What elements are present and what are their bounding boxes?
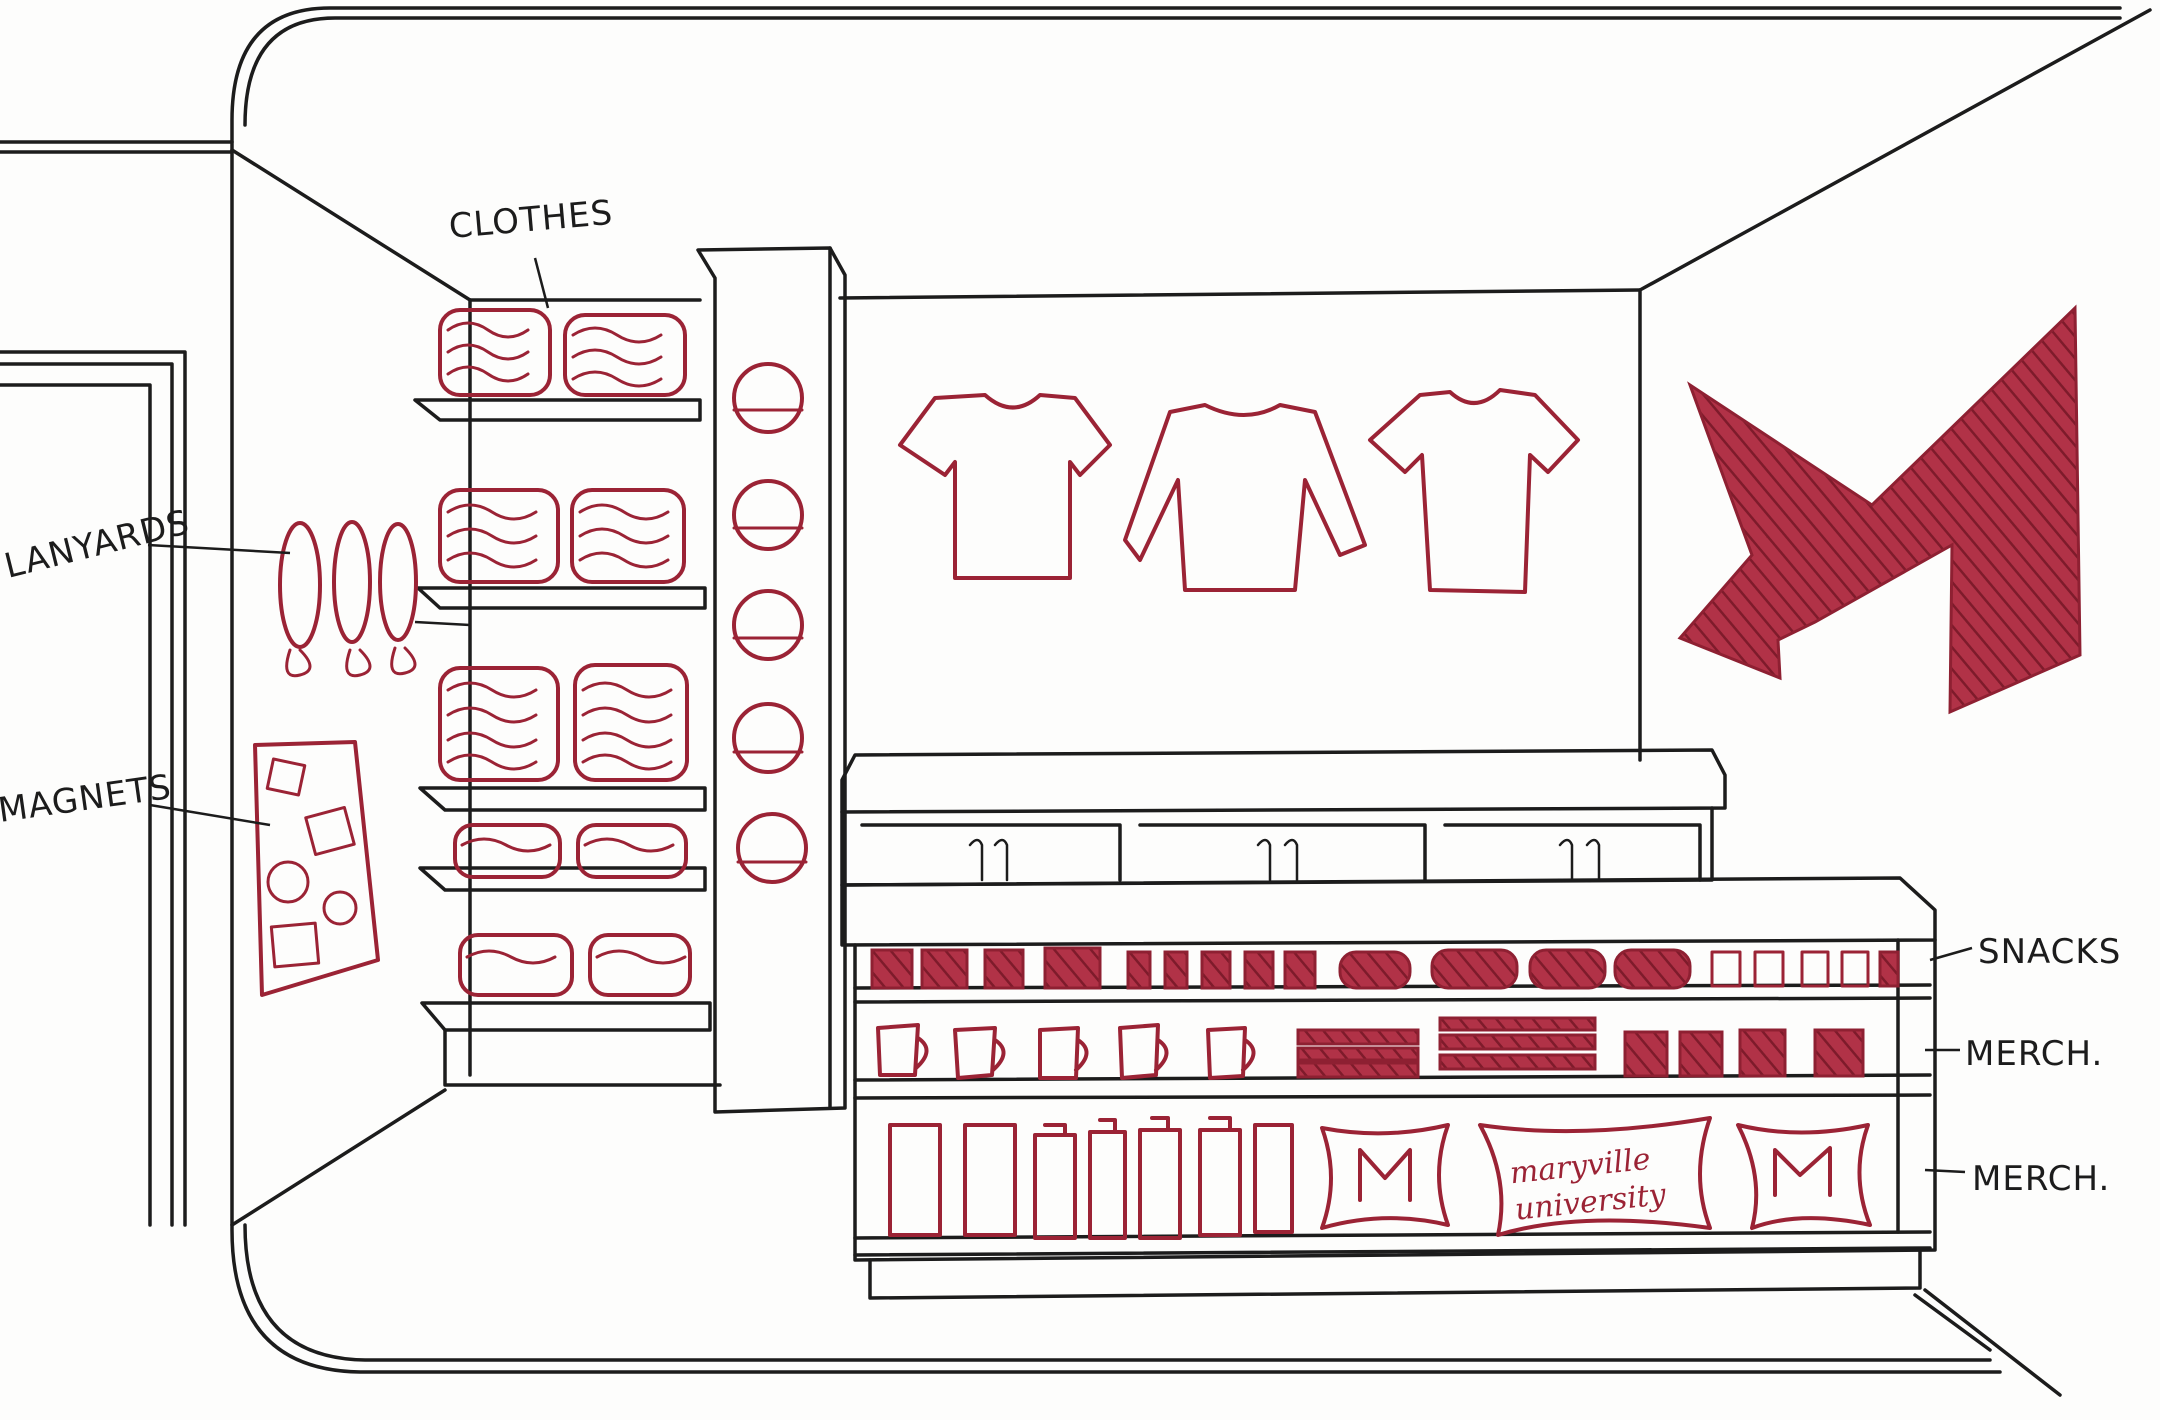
- hat-icon-group: [732, 362, 808, 884]
- bottle-icon-group: [888, 1116, 1294, 1240]
- shirt-display: [898, 388, 1580, 594]
- label-snacks: SNACKS: [1978, 932, 2121, 972]
- m-pillow-right: [1736, 1123, 1872, 1230]
- pennant: maryville university: [1478, 1116, 1712, 1237]
- magnets-board: [149, 740, 380, 997]
- label-lanyards: LANYARDS: [1, 502, 194, 587]
- m-logo: [1677, 304, 2082, 715]
- merch-row-top: [876, 1016, 1865, 1080]
- tshirt-icon: [898, 393, 1112, 580]
- label-magnets: MAGNETS: [0, 767, 174, 831]
- snacks-row: [870, 946, 1900, 990]
- m-pillow-left: [1320, 1123, 1450, 1230]
- door-frame: [0, 350, 187, 1227]
- tshirt-icon: [1368, 388, 1580, 594]
- label-merch-top: MERCH.: [1965, 1034, 2103, 1074]
- folded-clothes: [438, 308, 692, 997]
- label-clothes: CLOTHES: [447, 193, 615, 247]
- towel-stacks: [1296, 1016, 1597, 1079]
- merch-row-bottom: maryville university: [888, 1116, 1872, 1240]
- clothes-shelves: [413, 298, 722, 1087]
- label-merch-bottom: MERCH.: [1972, 1159, 2110, 1199]
- lanyards: [147, 520, 471, 678]
- hat-pillar: [696, 246, 847, 1114]
- longsleeve-shirt-icon: [1123, 403, 1367, 592]
- annotations: CLOTHES LANYARDS MAGNETS SNACKS MERCH. M…: [0, 193, 2121, 1199]
- room-outline: [0, 6, 2152, 1397]
- mug-icon-group: [876, 1023, 1256, 1080]
- back-counter: [840, 748, 1727, 887]
